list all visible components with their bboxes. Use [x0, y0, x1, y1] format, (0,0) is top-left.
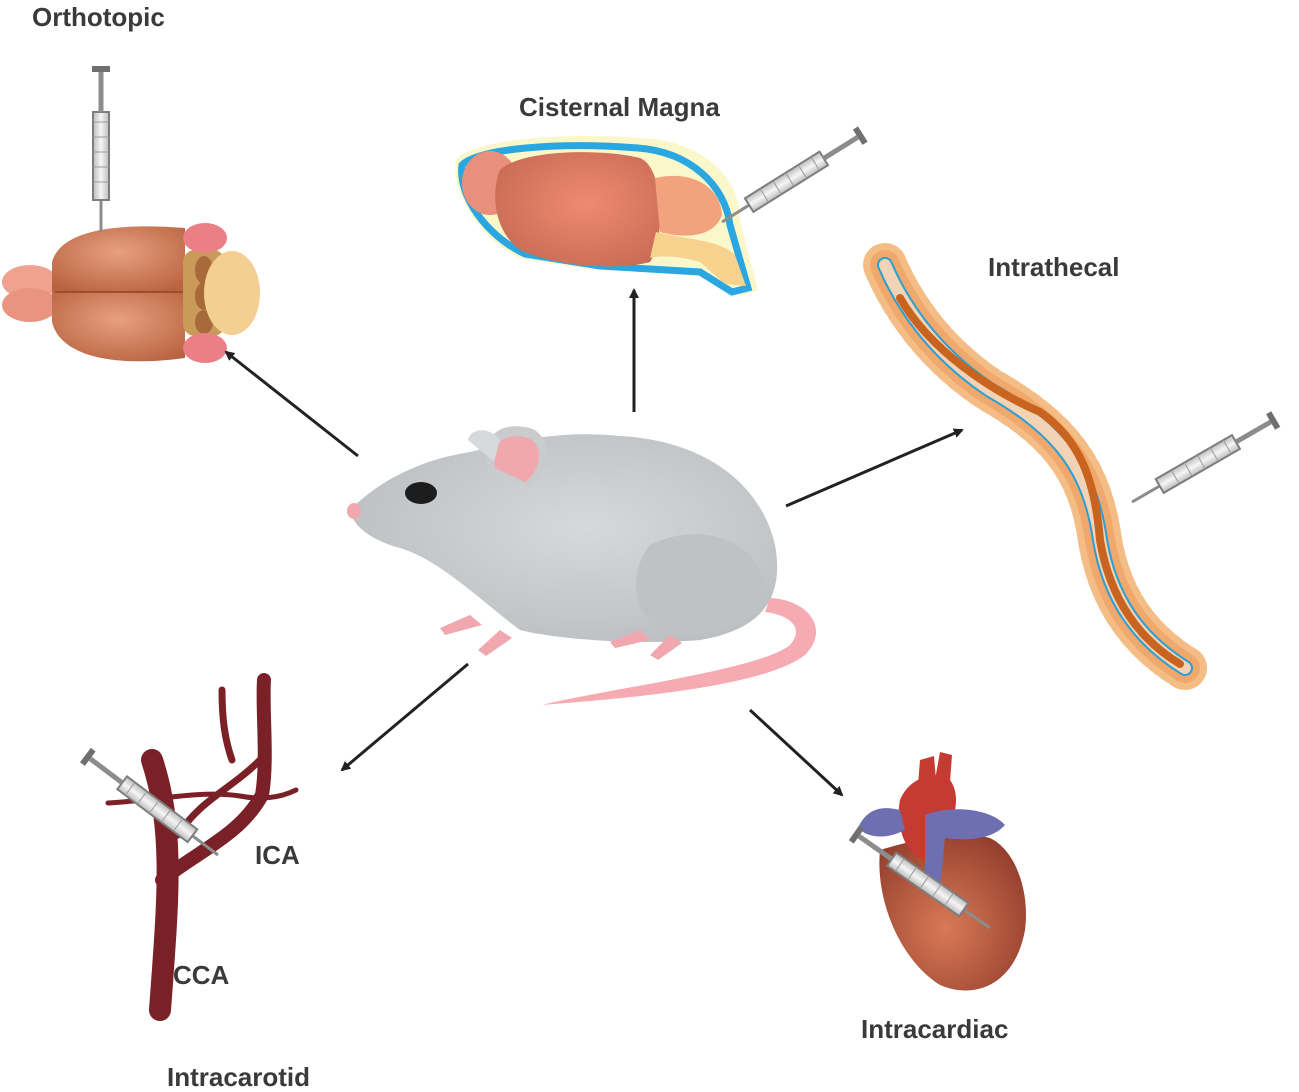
heart [858, 752, 1026, 991]
brain-hemisphere-right [52, 292, 185, 362]
route-label-cisternal-magna: Cisternal Magna [519, 92, 720, 122]
vessel-label-ica: ICA [255, 840, 300, 870]
paraflocculus [183, 223, 227, 253]
syringe-icon [1128, 411, 1281, 510]
orthotopic-brain [2, 223, 260, 363]
syringe-icon [92, 66, 110, 232]
route-label-intracarotid: Intracarotid [167, 1062, 311, 1092]
mouse-paw [650, 635, 682, 660]
intrathecal-spine [863, 243, 1207, 690]
vena-cava [858, 808, 905, 837]
mouse-paw [610, 630, 650, 648]
brainstem [650, 232, 746, 286]
spinal-cord [896, 294, 1184, 668]
cerebrum [495, 152, 661, 267]
arrow-intracardiac [748, 708, 844, 797]
mouse-paw [478, 630, 512, 656]
cisternal-magna-brain [455, 136, 758, 296]
cerebellum [655, 175, 722, 236]
arrow-intracarotid [340, 662, 469, 772]
carotid-vessels [105, 673, 299, 1021]
arrow-intrathecal [785, 428, 964, 508]
paraflocculus [183, 333, 227, 363]
vessel-label-cca: CCA [173, 960, 230, 990]
syringe-icon [717, 126, 867, 229]
internal-carotid-artery [155, 673, 272, 887]
mouse [347, 426, 817, 705]
route-arrows [224, 288, 964, 797]
mouse-nose [347, 503, 361, 519]
mouse-ear [494, 436, 539, 482]
brain-hemisphere-left [52, 226, 185, 292]
mouse-eye [405, 482, 437, 504]
pulmonary-vein [925, 809, 1005, 888]
route-label-orthotopic: Orthotopic [32, 2, 165, 32]
route-label-intrathecal: Intrathecal [988, 252, 1120, 282]
olfactory-bulb [2, 288, 58, 322]
mouse-paw [440, 615, 482, 635]
cerebellum [204, 251, 260, 335]
arrow-orthotopic [224, 350, 359, 458]
route-label-intracardiac: Intracardiac [861, 1014, 1009, 1044]
mouse-tail [542, 598, 817, 705]
